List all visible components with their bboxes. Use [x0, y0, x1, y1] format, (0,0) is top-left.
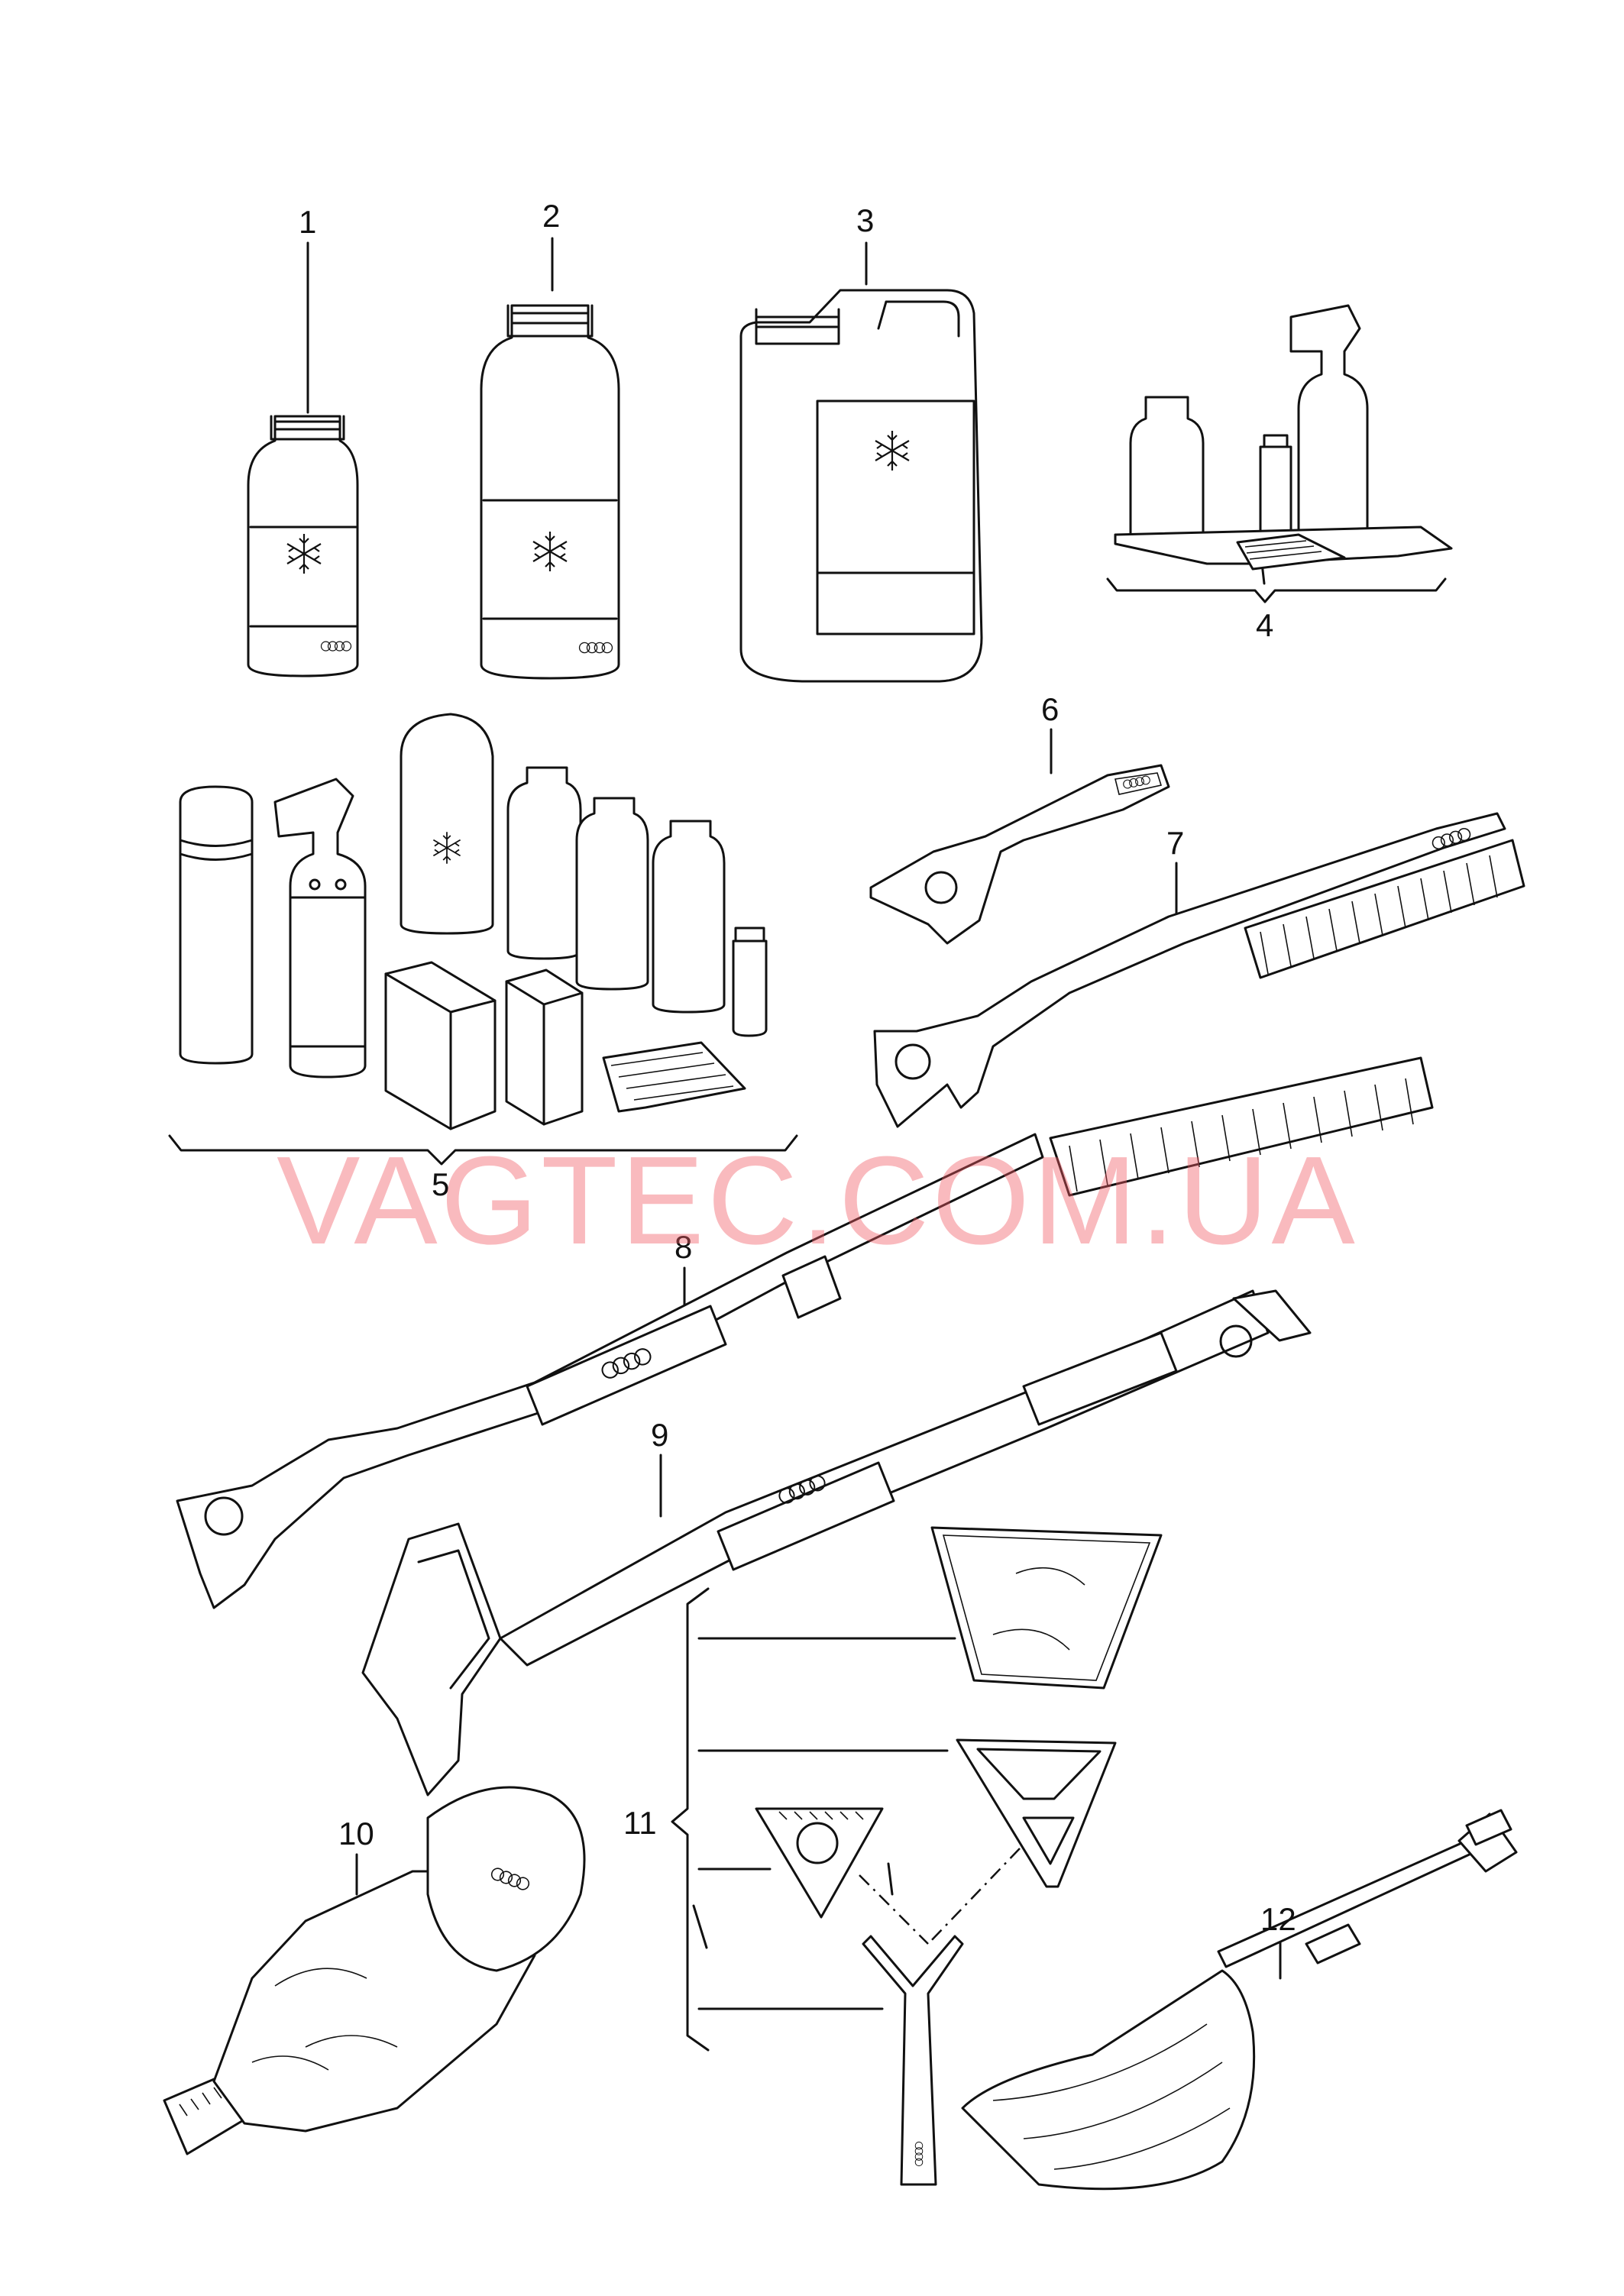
callout-5: 5 [432, 1166, 450, 1202]
item-1-small-bottle [247, 415, 359, 677]
callout-10: 10 [338, 1816, 374, 1851]
callout-8: 8 [675, 1229, 693, 1265]
item-7-brush-scraper [873, 812, 1525, 1128]
item-12-snow-shovel [961, 1809, 1518, 2191]
callout-7: 7 [1166, 825, 1185, 861]
callout-3: 3 [856, 202, 875, 238]
item-6-small-scraper [869, 764, 1170, 945]
item-9-pole-scraper [361, 1289, 1312, 1796]
item-10-mitt-scraper [163, 1786, 586, 2155]
callout-2: 2 [542, 198, 561, 234]
callout-11: 11 [623, 1805, 657, 1841]
callout-4: 4 [1256, 607, 1274, 643]
bracket-11 [671, 1587, 956, 2052]
callout-12: 12 [1260, 1901, 1296, 1937]
callout-6: 6 [1041, 691, 1059, 727]
group-brackets [168, 577, 1447, 1166]
watermark-text: VAGTEC.COM.UA [277, 1130, 1358, 1270]
item-5-care-kit [179, 713, 768, 1130]
callout-9: 9 [651, 1417, 669, 1453]
item-8-telescopic-brush [176, 1056, 1434, 1609]
item-3-canister [739, 289, 983, 683]
callout-1: 1 [299, 204, 317, 240]
item-2-tall-bottle [480, 304, 620, 680]
item-11-attachments [755, 1526, 1163, 2186]
leader-lines [306, 237, 1282, 1980]
item-4-cleaner-set [1114, 304, 1453, 571]
